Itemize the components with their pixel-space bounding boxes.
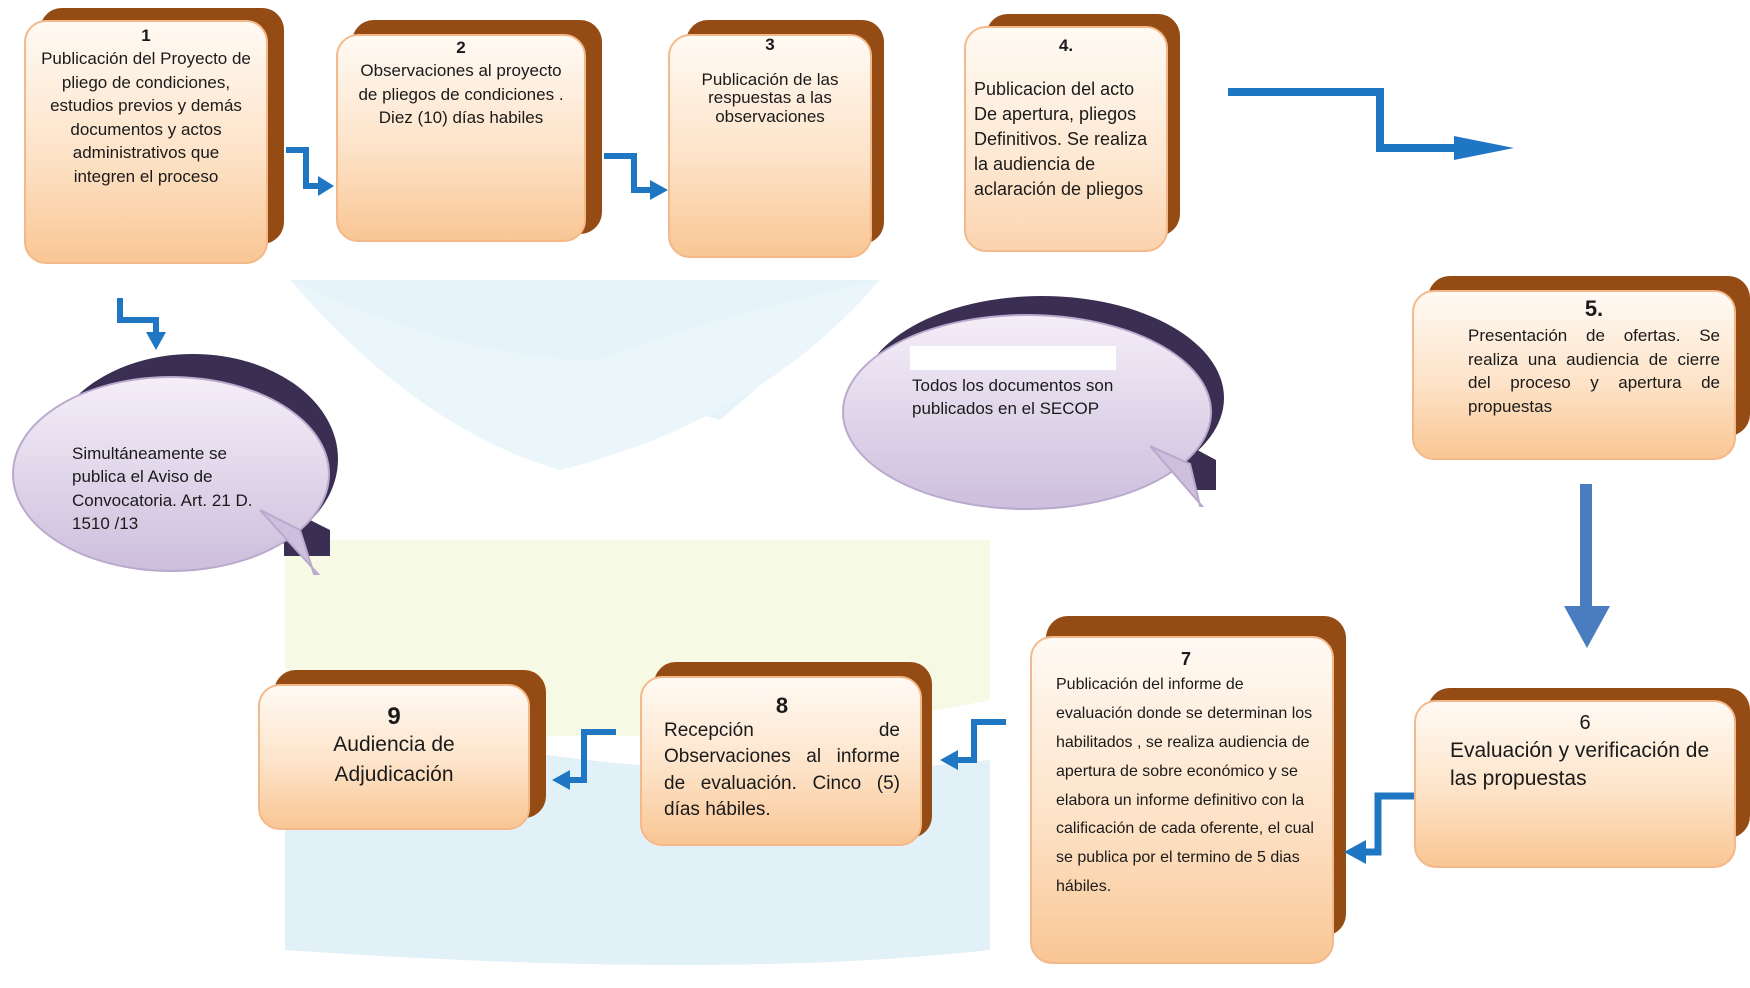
aviso-note-text: Simultáneamente se publica el Aviso de C…	[72, 444, 253, 534]
step-2-number: 2	[456, 38, 466, 57]
step-6-number: 6	[1579, 712, 1591, 734]
step-3-box: 3 Publicación de las respuestas a las ob…	[668, 34, 872, 258]
secop-note-text: Todos los documentos son publicados en e…	[912, 376, 1114, 419]
step-5-text: Presentación de ofertas. Se realiza una …	[1468, 326, 1720, 416]
step-4-number: 4.	[1058, 36, 1074, 55]
step-2-box: 2 Observaciones al proyecto de pliegos d…	[336, 34, 586, 242]
step-4-box: 4. Publicacion del acto De apertura, pli…	[964, 26, 1168, 252]
arrow-step5-to-step6	[1564, 484, 1610, 648]
arrow-step6-to-step7	[1344, 792, 1414, 864]
arrow-step1-to-step2	[286, 147, 334, 196]
step-8-box: 8 Recepción de Observaciones al informe …	[640, 676, 922, 846]
step-9-text: Audiencia de Adjudicación	[333, 733, 455, 786]
step-9-box: 9 Audiencia de Adjudicación	[258, 684, 530, 830]
step-8-number: 8	[775, 693, 789, 718]
step-7-text: Publicación del informe de evaluación do…	[1056, 676, 1314, 895]
step-6-text: Evaluación y verificación de las propues…	[1450, 739, 1710, 791]
step-9-number: 9	[387, 703, 401, 730]
step-3-number: 3	[765, 35, 775, 54]
arrow-step7-to-step8	[940, 719, 1006, 770]
step-5-box: 5. Presentación de ofertas. Se realiza u…	[1412, 290, 1736, 460]
step-2-text: Observaciones al proyecto de pliegos de …	[358, 61, 564, 128]
step-8-text: Recepción de Observaciones al informe de…	[664, 720, 900, 820]
arrow-step1-to-aviso	[117, 298, 166, 350]
arrow-step4-to-step5	[1228, 88, 1514, 160]
step-7-box: 7 Publicación del informe de evaluación …	[1030, 636, 1334, 964]
step-1-text: Publicación del Proyecto de pliego de co…	[41, 49, 251, 186]
step-5-number: 5.	[1584, 296, 1604, 321]
aviso-note-bubble	[12, 376, 330, 572]
step-1-number: 1	[141, 26, 151, 45]
step-1-box: 1 Publicación del Proyecto de pliego de …	[24, 20, 268, 264]
step-3-text: Publicación de las respuestas a las obse…	[701, 69, 839, 127]
step-6-box: 6 Evaluación y verificación de las propu…	[1414, 700, 1736, 868]
step-4-text: Publicacion del acto De apertura, pliego…	[974, 79, 1148, 199]
arrow-step8-to-step9	[552, 729, 616, 790]
arrow-step2-to-step3	[604, 153, 668, 200]
step-7-number: 7	[1180, 649, 1191, 669]
